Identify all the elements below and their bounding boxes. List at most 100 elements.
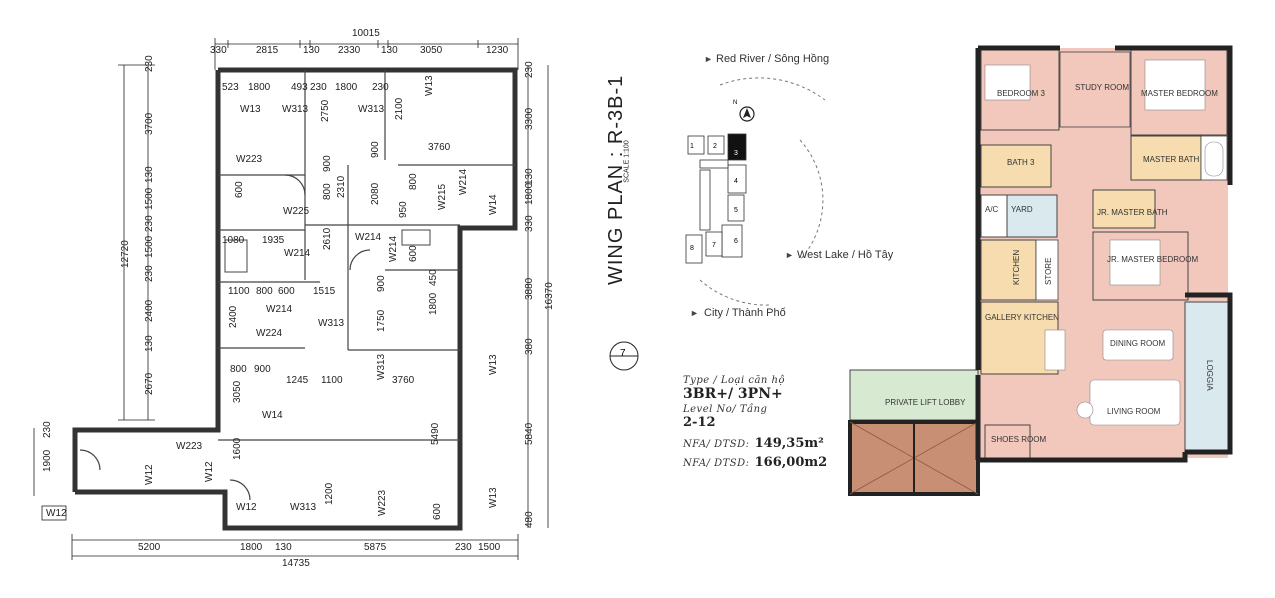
gfa-row: NFA/ DTSD: 166,00m2 — [683, 451, 863, 470]
dim-text: 600 — [278, 286, 295, 297]
svg-text:►: ► — [704, 54, 713, 64]
dim-text: 900 — [376, 275, 387, 292]
window-label: W223 — [236, 154, 263, 165]
room-master-bath: MASTER BATH — [1143, 155, 1200, 164]
dim-text: 600 — [408, 245, 419, 262]
dim-text: 1800 — [335, 82, 358, 93]
window-label: W14 — [488, 194, 499, 215]
dim-text: 493 — [291, 82, 308, 93]
room-living: LIVING ROOM — [1107, 407, 1161, 416]
window-label: W313 — [376, 353, 387, 380]
svg-text:►: ► — [785, 250, 794, 260]
block-label: 2 — [713, 143, 717, 150]
compass-label: N — [733, 100, 737, 106]
plan-marker: 7 — [609, 341, 639, 371]
dim-text: 1750 — [376, 309, 387, 332]
room-shoes: SHOES ROOM — [991, 435, 1046, 444]
dim-text: 130 — [303, 45, 320, 56]
window-label: W225 — [283, 206, 310, 217]
dim-text: 1245 — [286, 375, 309, 386]
dim-text: 3050 — [232, 380, 243, 403]
nfa-row: NFA/ DTSD: 149,35m² — [683, 432, 863, 451]
window-label: W313 — [358, 104, 385, 115]
dim-text: 5490 — [430, 422, 441, 445]
dim-text: 800 — [408, 173, 419, 190]
gfa-label: NFA/ DTSD: — [683, 458, 750, 469]
dim-text: 2080 — [370, 182, 381, 205]
room-store: STORE — [1044, 258, 1053, 285]
dim-text: 2670 — [144, 372, 155, 395]
window-label: W313 — [282, 104, 309, 115]
nfa-value: 149,35m² — [754, 436, 824, 451]
dim-text: 950 — [398, 201, 409, 218]
dim-text: 900 — [254, 364, 271, 375]
keyplan-south-label: City / Thành Phố — [704, 307, 786, 319]
room-private-lift-lobby: PRIVATE LIFT LOBBY — [885, 398, 966, 407]
block-label: 5 — [734, 207, 738, 214]
dim-text: 1515 — [313, 286, 336, 297]
dim-text: 3050 — [420, 45, 443, 56]
dim-text: 600 — [234, 181, 245, 198]
room-study: STUDY ROOM — [1075, 83, 1129, 92]
dim-text: 480 — [524, 511, 535, 528]
dim-text: 3880 — [524, 277, 535, 300]
window-label: W13 — [488, 487, 499, 508]
dim-text: 1800 — [248, 82, 271, 93]
block-label: 1 — [690, 143, 694, 150]
room-bath3: BATH 3 — [1007, 158, 1035, 167]
window-label: W313 — [318, 318, 345, 329]
dim-text: 130 — [275, 542, 292, 553]
dim-text: 380 — [524, 338, 535, 355]
level-label: Level No/ Tầng — [683, 404, 768, 415]
dim-text: 1800 — [524, 182, 535, 205]
dim-text: 230 — [524, 61, 535, 78]
window-label: W214 — [266, 304, 293, 315]
dim-text: 3760 — [428, 142, 451, 153]
room-ac: A/C — [985, 205, 999, 214]
window-label: W214 — [388, 235, 399, 262]
level-value: 2-12 — [683, 415, 716, 430]
dim-text: 330 — [524, 215, 535, 232]
block-label: 6 — [734, 238, 738, 245]
technical-floor-plan: 10015 330 2815 130 2330 130 3050 1230 52… — [33, 28, 555, 569]
dim-text: 600 — [432, 503, 443, 520]
dim-text: 800 — [230, 364, 247, 375]
dim-text: 130 — [381, 45, 398, 56]
dim-text: 1500 — [478, 542, 501, 553]
window-label: W14 — [262, 410, 283, 421]
window-label: W214 — [355, 232, 382, 243]
plan-scale: SCALE 1:100 — [623, 140, 631, 183]
dim-text: 1800 — [428, 292, 439, 315]
dim-text: 1080 — [222, 235, 245, 246]
gfa-value: 166,00m2 — [754, 455, 828, 470]
dim-text: 2610 — [322, 227, 333, 250]
dim-text: 2400 — [144, 299, 155, 322]
dim-text: 900 — [322, 155, 333, 172]
dim-text: 800 — [322, 183, 333, 200]
window-label: W12 — [204, 461, 215, 482]
dim-text: 1500 — [144, 187, 155, 210]
room-dining: DINING ROOM — [1110, 339, 1165, 348]
dim-text: 3760 — [392, 375, 415, 386]
dim-text: 2330 — [338, 45, 361, 56]
room-master-bedroom: MASTER BEDROOM — [1141, 89, 1218, 98]
keyplan-north-label: Red River / Sông Hồng — [716, 53, 829, 65]
svg-text:►: ► — [690, 308, 699, 318]
dim-text: 230 — [144, 55, 155, 72]
window-label: W13 — [488, 354, 499, 375]
dim-total-right: 16370 — [544, 282, 555, 310]
window-label: W13 — [424, 75, 435, 96]
nfa-label: NFA/ DTSD: — [683, 439, 750, 450]
dim-text: 1100 — [321, 375, 343, 386]
dim-text: 3700 — [144, 112, 155, 135]
block-label: 8 — [690, 245, 694, 252]
window-label: W223 — [377, 489, 388, 516]
dim-text: 2750 — [320, 99, 331, 122]
compass-icon — [739, 106, 755, 122]
dim-text: 130 — [524, 168, 535, 185]
dim-text: 523 — [222, 82, 239, 93]
dim-text: 1230 — [486, 45, 509, 56]
colored-floor-plan: BEDROOM 3 STUDY ROOM MASTER BEDROOM BATH… — [848, 45, 1233, 496]
window-label: W214 — [458, 168, 469, 195]
dim-text: 230 — [372, 82, 389, 93]
